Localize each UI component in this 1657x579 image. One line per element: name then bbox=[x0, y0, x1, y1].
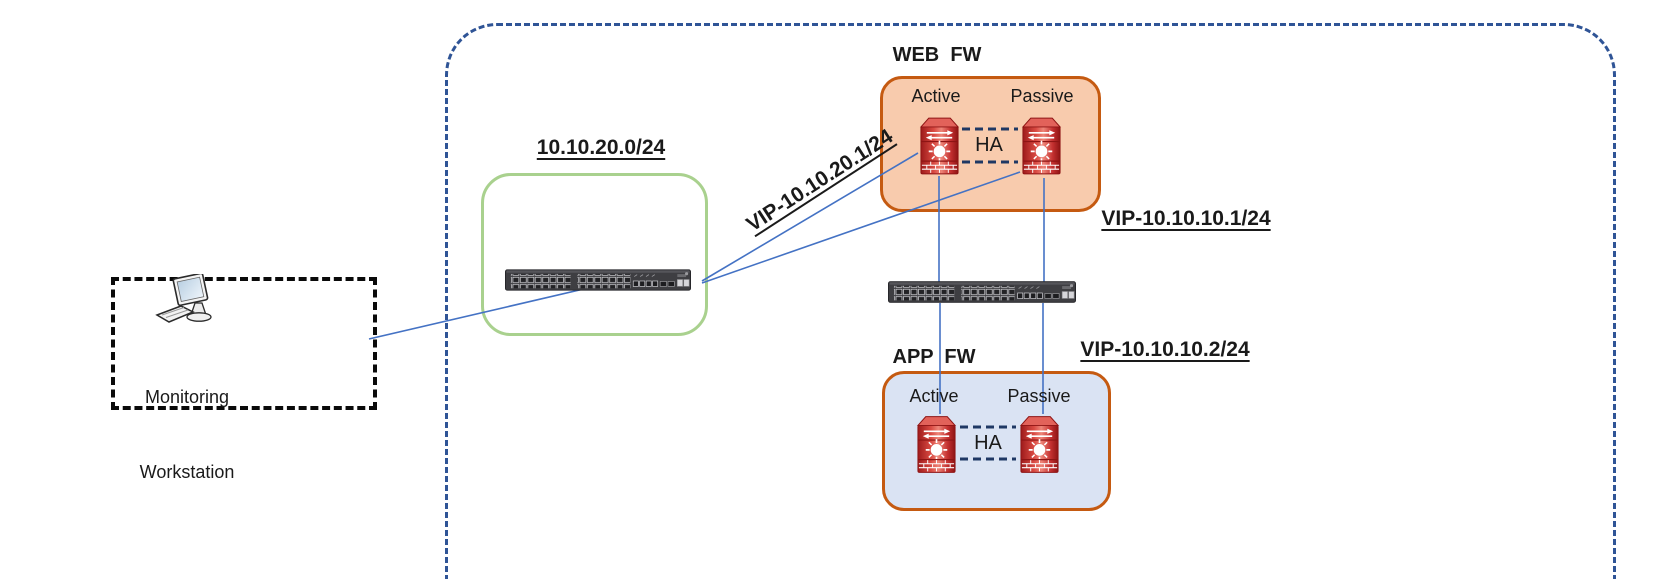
app-fw-title: APP FW bbox=[892, 346, 976, 368]
app-fw-passive-label: Passive bbox=[1007, 386, 1071, 406]
web-fw-ha-label: HA bbox=[975, 134, 1003, 156]
monitoring-label-line2: Workstation bbox=[139, 462, 235, 482]
subnet-zone-box bbox=[481, 173, 708, 336]
network-switch-icon-core bbox=[888, 281, 1076, 303]
firewall-app-passive-icon bbox=[1018, 413, 1061, 475]
web-fw-passive-label: Passive bbox=[1010, 86, 1074, 106]
monitoring-label-line1: Monitoring bbox=[144, 387, 230, 407]
workstation-icon bbox=[150, 272, 224, 332]
vip-fw1-label: VIP-10.10.10.1/24 bbox=[1101, 207, 1271, 230]
web-fw-title: WEB FW bbox=[892, 44, 982, 66]
monitoring-workstation-label: Monitoring Workstation bbox=[140, 335, 235, 535]
monitoring-workstation-box bbox=[111, 277, 377, 410]
app-fw-group-box bbox=[882, 371, 1111, 511]
network-switch-icon-subnet bbox=[505, 269, 691, 291]
app-fw-ha-label: HA bbox=[974, 432, 1002, 454]
app-fw-active-label: Active bbox=[909, 386, 959, 406]
vip-fw2-label: VIP-10.10.10.2/24 bbox=[1080, 338, 1250, 361]
subnet-label: 10.10.20.0/24 bbox=[536, 136, 666, 159]
firewall-web-passive-icon bbox=[1020, 115, 1063, 176]
firewall-web-active-icon bbox=[918, 115, 961, 176]
firewall-app-active-icon bbox=[915, 413, 958, 475]
web-fw-active-label: Active bbox=[911, 86, 961, 106]
